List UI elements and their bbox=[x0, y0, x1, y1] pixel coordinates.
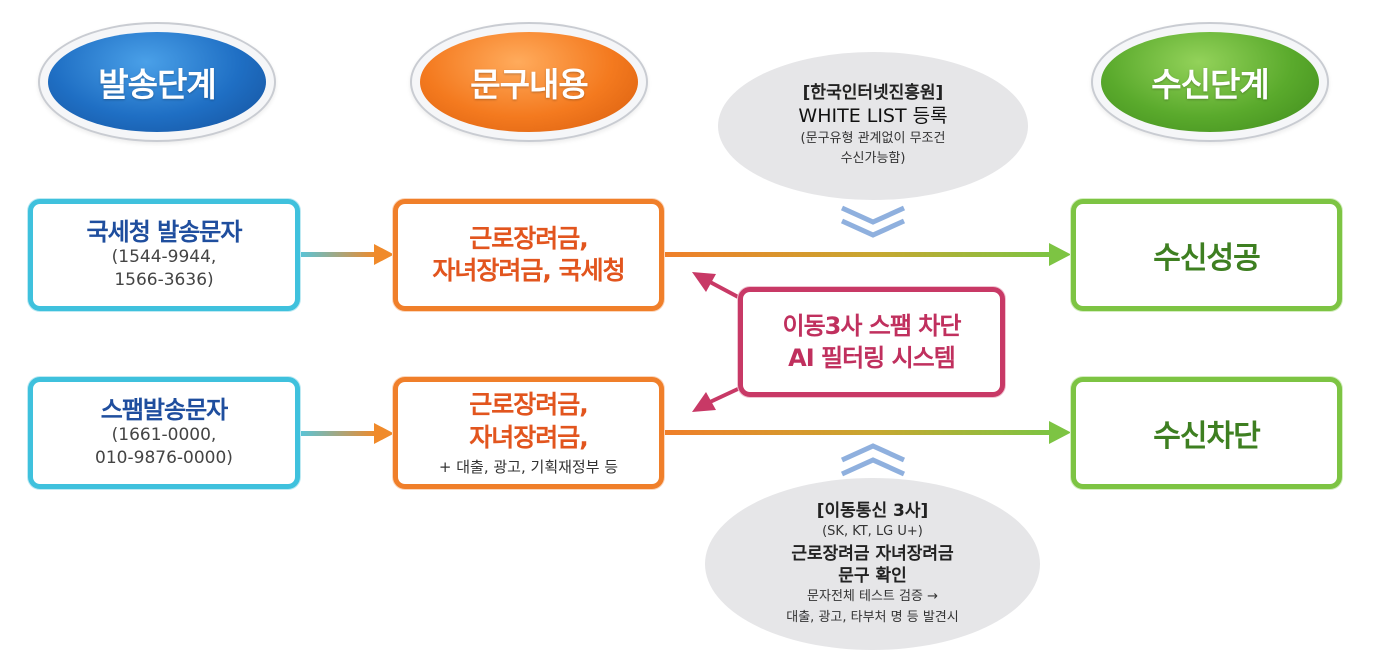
arrow-sender2-to-content2 bbox=[300, 423, 394, 444]
sender-title: 스팸발송문자 bbox=[100, 395, 228, 424]
arrow-content2-to-block bbox=[664, 421, 1071, 444]
stage-receive-label: 수신단계 bbox=[1101, 32, 1319, 132]
sender-box-spam: 스팸발송문자 (1661-0000, 010-9876-0000) bbox=[28, 377, 300, 489]
content-line: 근로장려금, bbox=[469, 390, 588, 419]
white-list-title: WHITE LIST 등록 bbox=[798, 104, 948, 127]
carriers-note-line: 문자전체 테스트 검증 → bbox=[807, 588, 938, 604]
filter-arrow-to-content2 bbox=[692, 386, 741, 412]
stage-receive: 수신단계 bbox=[1091, 22, 1329, 142]
stage-content-label: 문구내용 bbox=[420, 32, 638, 132]
sender-number: (1544-9944, bbox=[111, 247, 217, 268]
result-label: 수신차단 bbox=[1153, 419, 1260, 454]
filter-line: AI 필터링 시스템 bbox=[788, 344, 956, 372]
content-line: 근로장려금, bbox=[469, 223, 588, 253]
sender-number: 010-9876-0000) bbox=[95, 448, 233, 469]
carriers-title: [이동통신 3사] bbox=[816, 500, 929, 521]
carriers-check: 문구 확인 bbox=[838, 565, 907, 586]
result-box-success: 수신성공 bbox=[1071, 199, 1342, 311]
arrow-sender1-to-content1 bbox=[300, 244, 394, 265]
content-extra: + 대출, 광고, 기획재정부 등 bbox=[438, 458, 619, 476]
result-label: 수신성공 bbox=[1153, 241, 1260, 276]
filter-line: 이동3사 스팸 차단 bbox=[782, 311, 962, 340]
carriers-list: (SK, KT, LG U+) bbox=[822, 523, 923, 539]
ai-filter-box: 이동3사 스팸 차단 AI 필터링 시스템 bbox=[738, 287, 1005, 397]
sender-title: 국세청 발송문자 bbox=[86, 217, 243, 246]
result-box-blocked: 수신차단 bbox=[1071, 377, 1342, 489]
white-list-note-line2: 수신가능함) bbox=[840, 151, 906, 167]
content-line: 자녀장려금, 국세청 bbox=[432, 256, 625, 285]
filter-arrow-to-content1 bbox=[692, 272, 741, 300]
carriers-note: [이동통신 3사] (SK, KT, LG U+) 근로장려금 자녀장려금 문구… bbox=[705, 478, 1040, 650]
stage-send: 발송단계 bbox=[38, 22, 276, 142]
sender-number: (1661-0000, bbox=[111, 425, 217, 446]
white-list-note-line1: (문구유형 관계없이 무조건 bbox=[800, 130, 946, 146]
white-list-org: [한국인터넷진흥원] bbox=[802, 82, 944, 103]
carriers-check: 근로장려금 자녀장려금 bbox=[791, 543, 954, 564]
sender-number: 1566-3636) bbox=[114, 270, 214, 291]
carriers-note-line: 대출, 광고, 타부처 명 등 발견시 bbox=[786, 609, 959, 625]
sender-box-nts: 국세청 발송문자 (1544-9944, 1566-3636) bbox=[28, 199, 300, 311]
stage-send-label: 발송단계 bbox=[48, 32, 266, 132]
chevron-down-icon bbox=[840, 205, 906, 238]
content-box-legit: 근로장려금, 자녀장려금, 국세청 bbox=[393, 199, 664, 311]
chevron-up-icon bbox=[840, 443, 906, 477]
content-box-spam: 근로장려금, 자녀장려금, + 대출, 광고, 기획재정부 등 bbox=[393, 377, 664, 489]
white-list-note: [한국인터넷진흥원] WHITE LIST 등록 (문구유형 관계없이 무조건 … bbox=[718, 52, 1028, 200]
arrow-content1-to-success bbox=[664, 243, 1071, 266]
stage-content: 문구내용 bbox=[410, 22, 648, 142]
content-line: 자녀장려금, bbox=[469, 422, 588, 452]
